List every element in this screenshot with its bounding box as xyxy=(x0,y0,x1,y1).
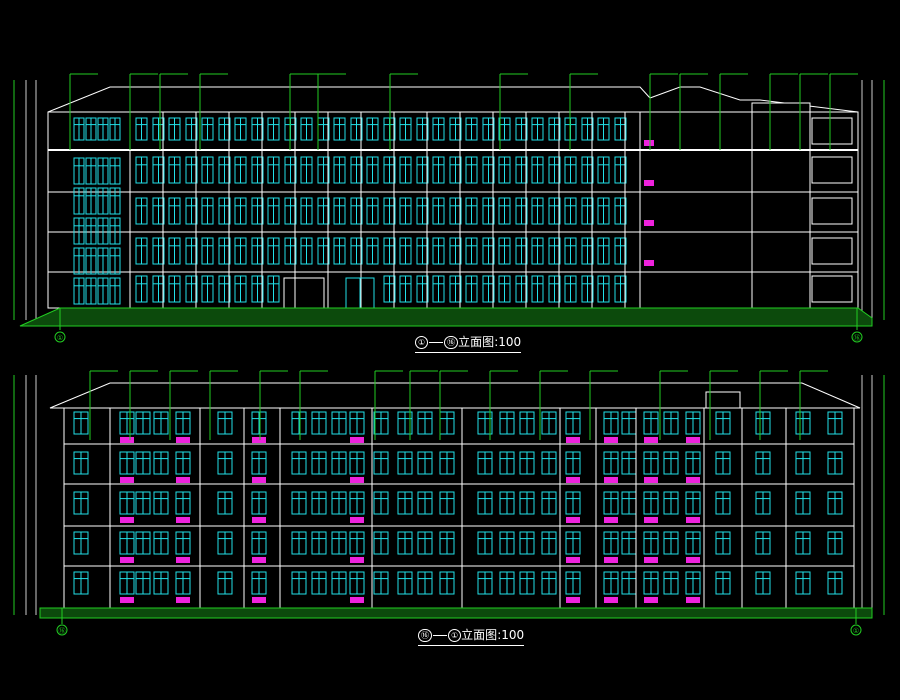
rear-spandrel xyxy=(350,437,364,443)
rear-spandrel xyxy=(252,557,266,563)
front-annex-window xyxy=(811,117,853,145)
front-axis-label-left: ① xyxy=(57,334,63,342)
front-stair-tower xyxy=(751,102,811,309)
rear-spandrel xyxy=(120,517,134,523)
rear-axis-label-right: ① xyxy=(853,627,859,635)
rear-spandrel xyxy=(566,557,580,563)
rear-title-underline xyxy=(418,645,525,646)
rear-spandrel xyxy=(350,477,364,483)
front-title-underline xyxy=(415,352,522,353)
front-pilasters xyxy=(129,112,626,308)
rear-spandrel xyxy=(644,477,658,483)
front-ground-hatch xyxy=(19,307,873,327)
rear-axis-label-left: ⑯ xyxy=(59,627,66,635)
front-title-suffix: 立面图 xyxy=(458,335,495,349)
rear-axis-bubble-left: ⑯ xyxy=(56,608,68,636)
rear-axis-bubble-right: ① xyxy=(850,608,862,636)
rear-title-scale: :100 xyxy=(497,628,525,642)
front-windows xyxy=(73,117,853,305)
rear-spandrel xyxy=(252,597,266,603)
rear-spandrel xyxy=(350,557,364,563)
rear-spandrel xyxy=(566,597,580,603)
front-floor-cornices xyxy=(48,111,858,273)
rear-floor-cornices xyxy=(64,407,854,567)
front-elevation: ① ⑯ xyxy=(13,73,885,343)
rear-dimension-chain-left xyxy=(13,375,37,615)
rear-spandrel xyxy=(604,477,618,483)
front-dimension-chain-right xyxy=(861,80,885,320)
rear-spandrel-panels xyxy=(120,437,700,603)
front-annex-window xyxy=(811,275,853,303)
rear-spandrel xyxy=(604,437,618,443)
rear-spandrel xyxy=(686,477,700,483)
rear-spandrel xyxy=(644,597,658,603)
rear-spandrel xyxy=(120,557,134,563)
rear-spandrel xyxy=(644,437,658,443)
rear-spandrel xyxy=(686,517,700,523)
front-title-to: ⑯ xyxy=(444,336,459,349)
rear-spandrel xyxy=(644,517,658,523)
rear-spandrel xyxy=(604,557,618,563)
rear-spandrel xyxy=(252,517,266,523)
front-spandrel-panels xyxy=(644,140,654,266)
rear-spandrel xyxy=(252,477,266,483)
rear-windows xyxy=(73,411,843,595)
front-title-from: ① xyxy=(415,336,429,349)
front-annex-window xyxy=(811,156,853,184)
front-axis-label-right: ⑯ xyxy=(854,334,861,342)
rear-spandrel xyxy=(604,517,618,523)
rear-ground-hatch xyxy=(39,607,873,619)
rear-spandrel xyxy=(176,557,190,563)
rear-spandrel xyxy=(686,557,700,563)
rear-title-suffix: 立面图 xyxy=(461,628,498,642)
rear-spandrel xyxy=(686,597,700,603)
front-spandrel xyxy=(644,140,654,146)
rear-material-leaders xyxy=(89,370,828,440)
rear-spandrel xyxy=(566,477,580,483)
front-annex-window xyxy=(811,237,853,265)
front-material-leaders xyxy=(69,73,858,150)
rear-spandrel xyxy=(176,477,190,483)
rear-spandrel xyxy=(120,477,134,483)
rear-spandrel xyxy=(176,437,190,443)
rear-spandrel xyxy=(350,597,364,603)
rear-spandrel xyxy=(252,437,266,443)
rear-title-to: ① xyxy=(448,629,462,642)
front-title-scale: :100 xyxy=(494,335,522,349)
front-axis-bubble-left: ① xyxy=(54,308,66,343)
rear-spandrel xyxy=(686,437,700,443)
front-spandrel xyxy=(644,220,654,226)
rear-title-dash xyxy=(433,635,447,636)
rear-title-from: ⑯ xyxy=(418,629,432,642)
front-title-dash xyxy=(429,342,444,343)
front-dimension-chain-left xyxy=(13,80,37,320)
rear-dimension-chain-right xyxy=(861,375,885,615)
rear-spandrel xyxy=(120,597,134,603)
front-spandrel xyxy=(644,180,654,186)
rear-spandrel xyxy=(566,517,580,523)
rear-spandrel xyxy=(350,517,364,523)
rear-elevation: ⑯ ① xyxy=(13,370,885,636)
rear-spandrel xyxy=(566,437,580,443)
rear-spandrel xyxy=(120,437,134,443)
front-axis-bubble-right: ⑯ xyxy=(851,308,863,343)
rear-spandrel xyxy=(176,597,190,603)
rear-spandrel xyxy=(644,557,658,563)
rear-spandrel xyxy=(604,597,618,603)
rear-spandrel xyxy=(176,517,190,523)
rear-pilasters xyxy=(109,408,787,608)
front-annex-window xyxy=(811,197,853,225)
front-spandrel xyxy=(644,260,654,266)
